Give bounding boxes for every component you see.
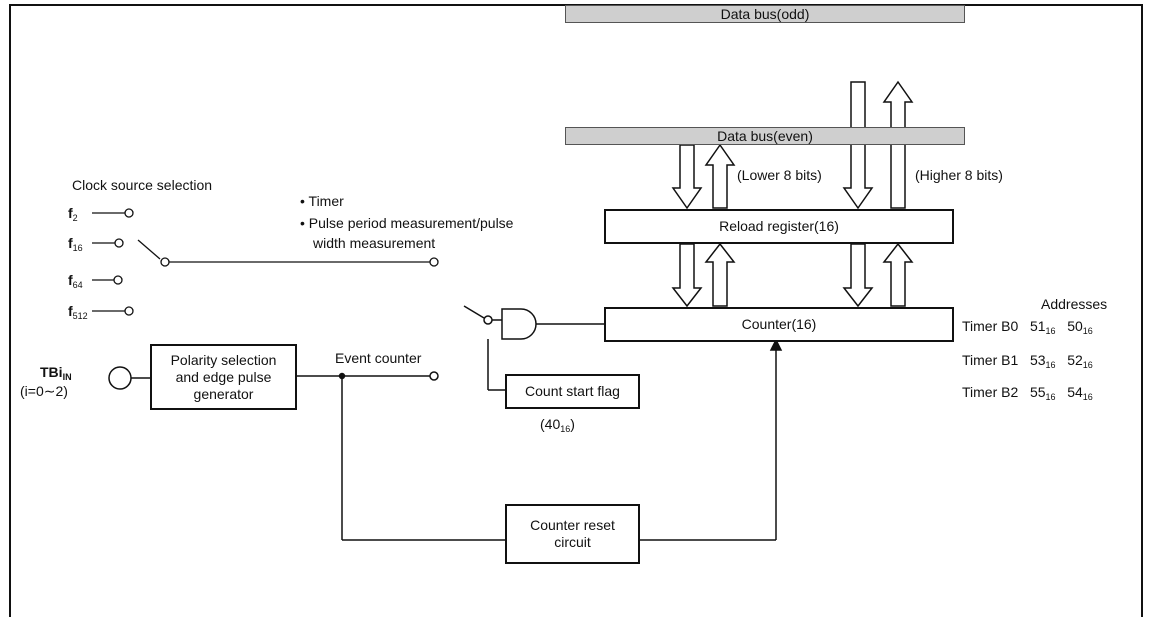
arrow-reload-counter-1	[671, 243, 703, 308]
event-counter-label: Event counter	[335, 350, 422, 366]
arrow-counter-reload-2	[882, 242, 914, 307]
counter-reset-line1: Counter reset	[530, 517, 615, 533]
count-start-flag-box: Count start flag	[505, 374, 640, 409]
clock-f16: f16	[68, 235, 83, 256]
polarity-selection-box: Polarity selection and edge pulse genera…	[150, 344, 297, 410]
arrow-reload-counter-2	[842, 243, 874, 308]
timer-b1-high-addr: 53	[1029, 352, 1046, 368]
clock-f64-sub: 64	[72, 280, 83, 290]
higher-bits-label: (Higher 8 bits)	[915, 167, 1003, 183]
address-row-b2: Timer B2 5516 5416	[962, 384, 1093, 405]
input-sub: IN	[62, 372, 72, 382]
clock-f512-base: f	[68, 303, 73, 319]
timer-b2-high-addr: 55	[1029, 384, 1046, 400]
timer-b1-name: Timer B1	[962, 352, 1019, 368]
data-bus-odd: Data bus(odd)	[565, 5, 965, 23]
clock-f16-sub: 16	[72, 243, 83, 253]
timer-b0-high-base: 16	[1045, 326, 1056, 336]
count-start-flag-address: (4016)	[540, 416, 575, 434]
counter-box: Counter(16)	[604, 307, 954, 342]
mode-pulse-line2: width measurement	[313, 235, 436, 251]
counter-reset-box: Counter reset circuit	[505, 504, 640, 564]
input-range: (i=0∼2)	[20, 383, 68, 399]
clock-f64-base: f	[68, 272, 73, 288]
data-bus-odd-label: Data bus(odd)	[720, 6, 810, 22]
input-terminal	[108, 366, 132, 390]
flag-addr-base: 16	[560, 424, 571, 434]
polarity-line3: generator	[193, 385, 254, 402]
counter-label: Counter(16)	[741, 316, 817, 332]
count-start-flag-label: Count start flag	[525, 383, 620, 399]
address-row-b0: Timer B0 5116 5016	[962, 318, 1093, 339]
reload-register-label: Reload register(16)	[719, 218, 839, 234]
arrow-counter-reload-1	[704, 242, 736, 307]
timer-b2-name: Timer B2	[962, 384, 1019, 400]
clock-f16-base: f	[68, 235, 73, 251]
addresses-title: Addresses	[1041, 296, 1108, 312]
timer-b1-high-base: 16	[1045, 360, 1056, 370]
timer-b2-low-base: 16	[1082, 392, 1093, 402]
timer-b1-low-addr: 52	[1067, 352, 1083, 368]
clock-f2-sub: 2	[72, 213, 78, 223]
mode-timer: • Timer	[300, 193, 344, 209]
data-bus-even: Data bus(even)	[565, 127, 965, 145]
timer-b2-high-base: 16	[1045, 392, 1056, 402]
polarity-line2: and edge pulse	[175, 368, 272, 385]
clock-f2: f2	[68, 205, 78, 226]
arrow-odd-down	[842, 81, 874, 210]
input-label: TBiIN	[40, 364, 72, 385]
clock-f64: f64	[68, 272, 83, 293]
bus-arrows	[671, 80, 914, 308]
flag-addr-value: 40	[544, 416, 561, 432]
counter-reset-line2: circuit	[554, 534, 591, 550]
timer-b0-name: Timer B0	[962, 318, 1019, 334]
arrow-even-down	[671, 144, 703, 210]
arrow-odd-up	[882, 80, 914, 209]
gate-wiring	[463, 305, 783, 541]
data-bus-even-label: Data bus(even)	[717, 128, 813, 144]
mode-pulse-line1: • Pulse period measurement/pulse	[300, 215, 514, 231]
lower-bits-label: (Lower 8 bits)	[737, 167, 822, 183]
address-row-b1: Timer B1 5316 5216	[962, 352, 1093, 373]
timer-b0-high-addr: 51	[1029, 318, 1046, 334]
polarity-line1: Polarity selection	[170, 351, 277, 368]
reload-register-box: Reload register(16)	[604, 209, 954, 244]
arrow-even-up	[704, 143, 736, 209]
timer-b1-low-base: 16	[1082, 360, 1093, 370]
timer-b0-low-base: 16	[1082, 326, 1093, 336]
clock-f512-sub: 512	[72, 311, 88, 321]
input-wiring	[108, 366, 505, 541]
clock-switch	[92, 208, 439, 316]
clock-f2-base: f	[68, 205, 73, 221]
timer-b2-low-addr: 54	[1067, 384, 1083, 400]
input-name: TBi	[40, 364, 63, 380]
clock-source-title: Clock source selection	[72, 177, 213, 193]
clock-f512: f512	[68, 303, 88, 324]
and-gate	[501, 308, 537, 340]
timer-b0-low-addr: 50	[1067, 318, 1083, 334]
